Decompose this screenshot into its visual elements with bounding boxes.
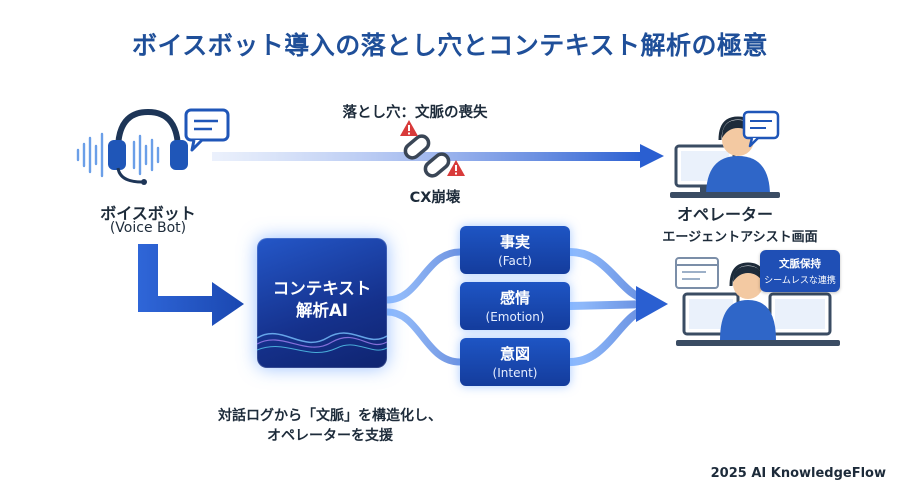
output-fact-box: 事実 (Fact) xyxy=(460,226,570,274)
core-line2: 解析AI xyxy=(296,301,348,320)
warning-icon-left xyxy=(400,120,418,136)
output-intent-sub: (Intent) xyxy=(492,366,538,380)
footer-credit: 2025 AI KnowledgeFlow xyxy=(710,466,886,481)
top-arrow xyxy=(212,144,664,168)
context-analysis-ai-box: コンテキスト 解析AI xyxy=(257,238,387,368)
core-line1: コンテキスト xyxy=(272,279,372,298)
operator-bottom-icon xyxy=(676,262,840,346)
output-intent-box: 意図 (Intent) xyxy=(460,338,570,386)
wave-graphic xyxy=(257,332,387,353)
voicebot-to-ai-arrow xyxy=(138,244,244,326)
badge-line1: 文脈保持 xyxy=(779,258,821,270)
flow-lines-left xyxy=(383,248,464,366)
headset-icon xyxy=(108,108,188,185)
merge-arrowhead xyxy=(636,286,668,322)
warning-icon-right xyxy=(447,160,465,176)
voicebot-label: ボイスボット xyxy=(100,204,196,223)
context-retention-badge: 文脈保持 シームレスな連携 xyxy=(760,250,840,292)
caption-line2: オペレーターを支援 xyxy=(267,428,393,444)
broken-chain-icon xyxy=(403,134,451,178)
caption: 対話ログから「文脈」を構造化し、 オペレーターを支援 xyxy=(180,406,480,446)
output-fact-title: 事実 xyxy=(499,233,530,251)
output-emotion-title: 感情 xyxy=(499,289,530,307)
screen-window-icon xyxy=(675,257,719,289)
badge-line2: シームレスな連携 xyxy=(764,276,836,286)
voicebot-sublabel: (Voice Bot) xyxy=(109,220,187,236)
operator-label: オペレーター xyxy=(676,205,773,224)
chat-bubble-icon-top-right xyxy=(742,110,780,148)
page-title: ボイスボット導入の落とし穴とコンテキスト解析の極意 xyxy=(131,31,768,60)
caption-line1: 対話ログから「文脈」を構造化し、 xyxy=(218,408,442,424)
output-intent-title: 意図 xyxy=(499,345,530,363)
output-emotion-box: 感情 (Emotion) xyxy=(460,282,570,330)
chat-bubble-icon xyxy=(184,108,230,152)
soundwave-icon xyxy=(76,132,160,178)
output-fact-sub: (Fact) xyxy=(498,254,532,268)
cx-collapse-label: CX崩壊 xyxy=(409,190,461,206)
agent-assist-screen-label: エージェントアシスト画面 xyxy=(662,230,818,245)
output-emotion-sub: (Emotion) xyxy=(485,310,545,324)
pitfall-label: 落とし穴：文脈の喪失 xyxy=(342,105,488,121)
